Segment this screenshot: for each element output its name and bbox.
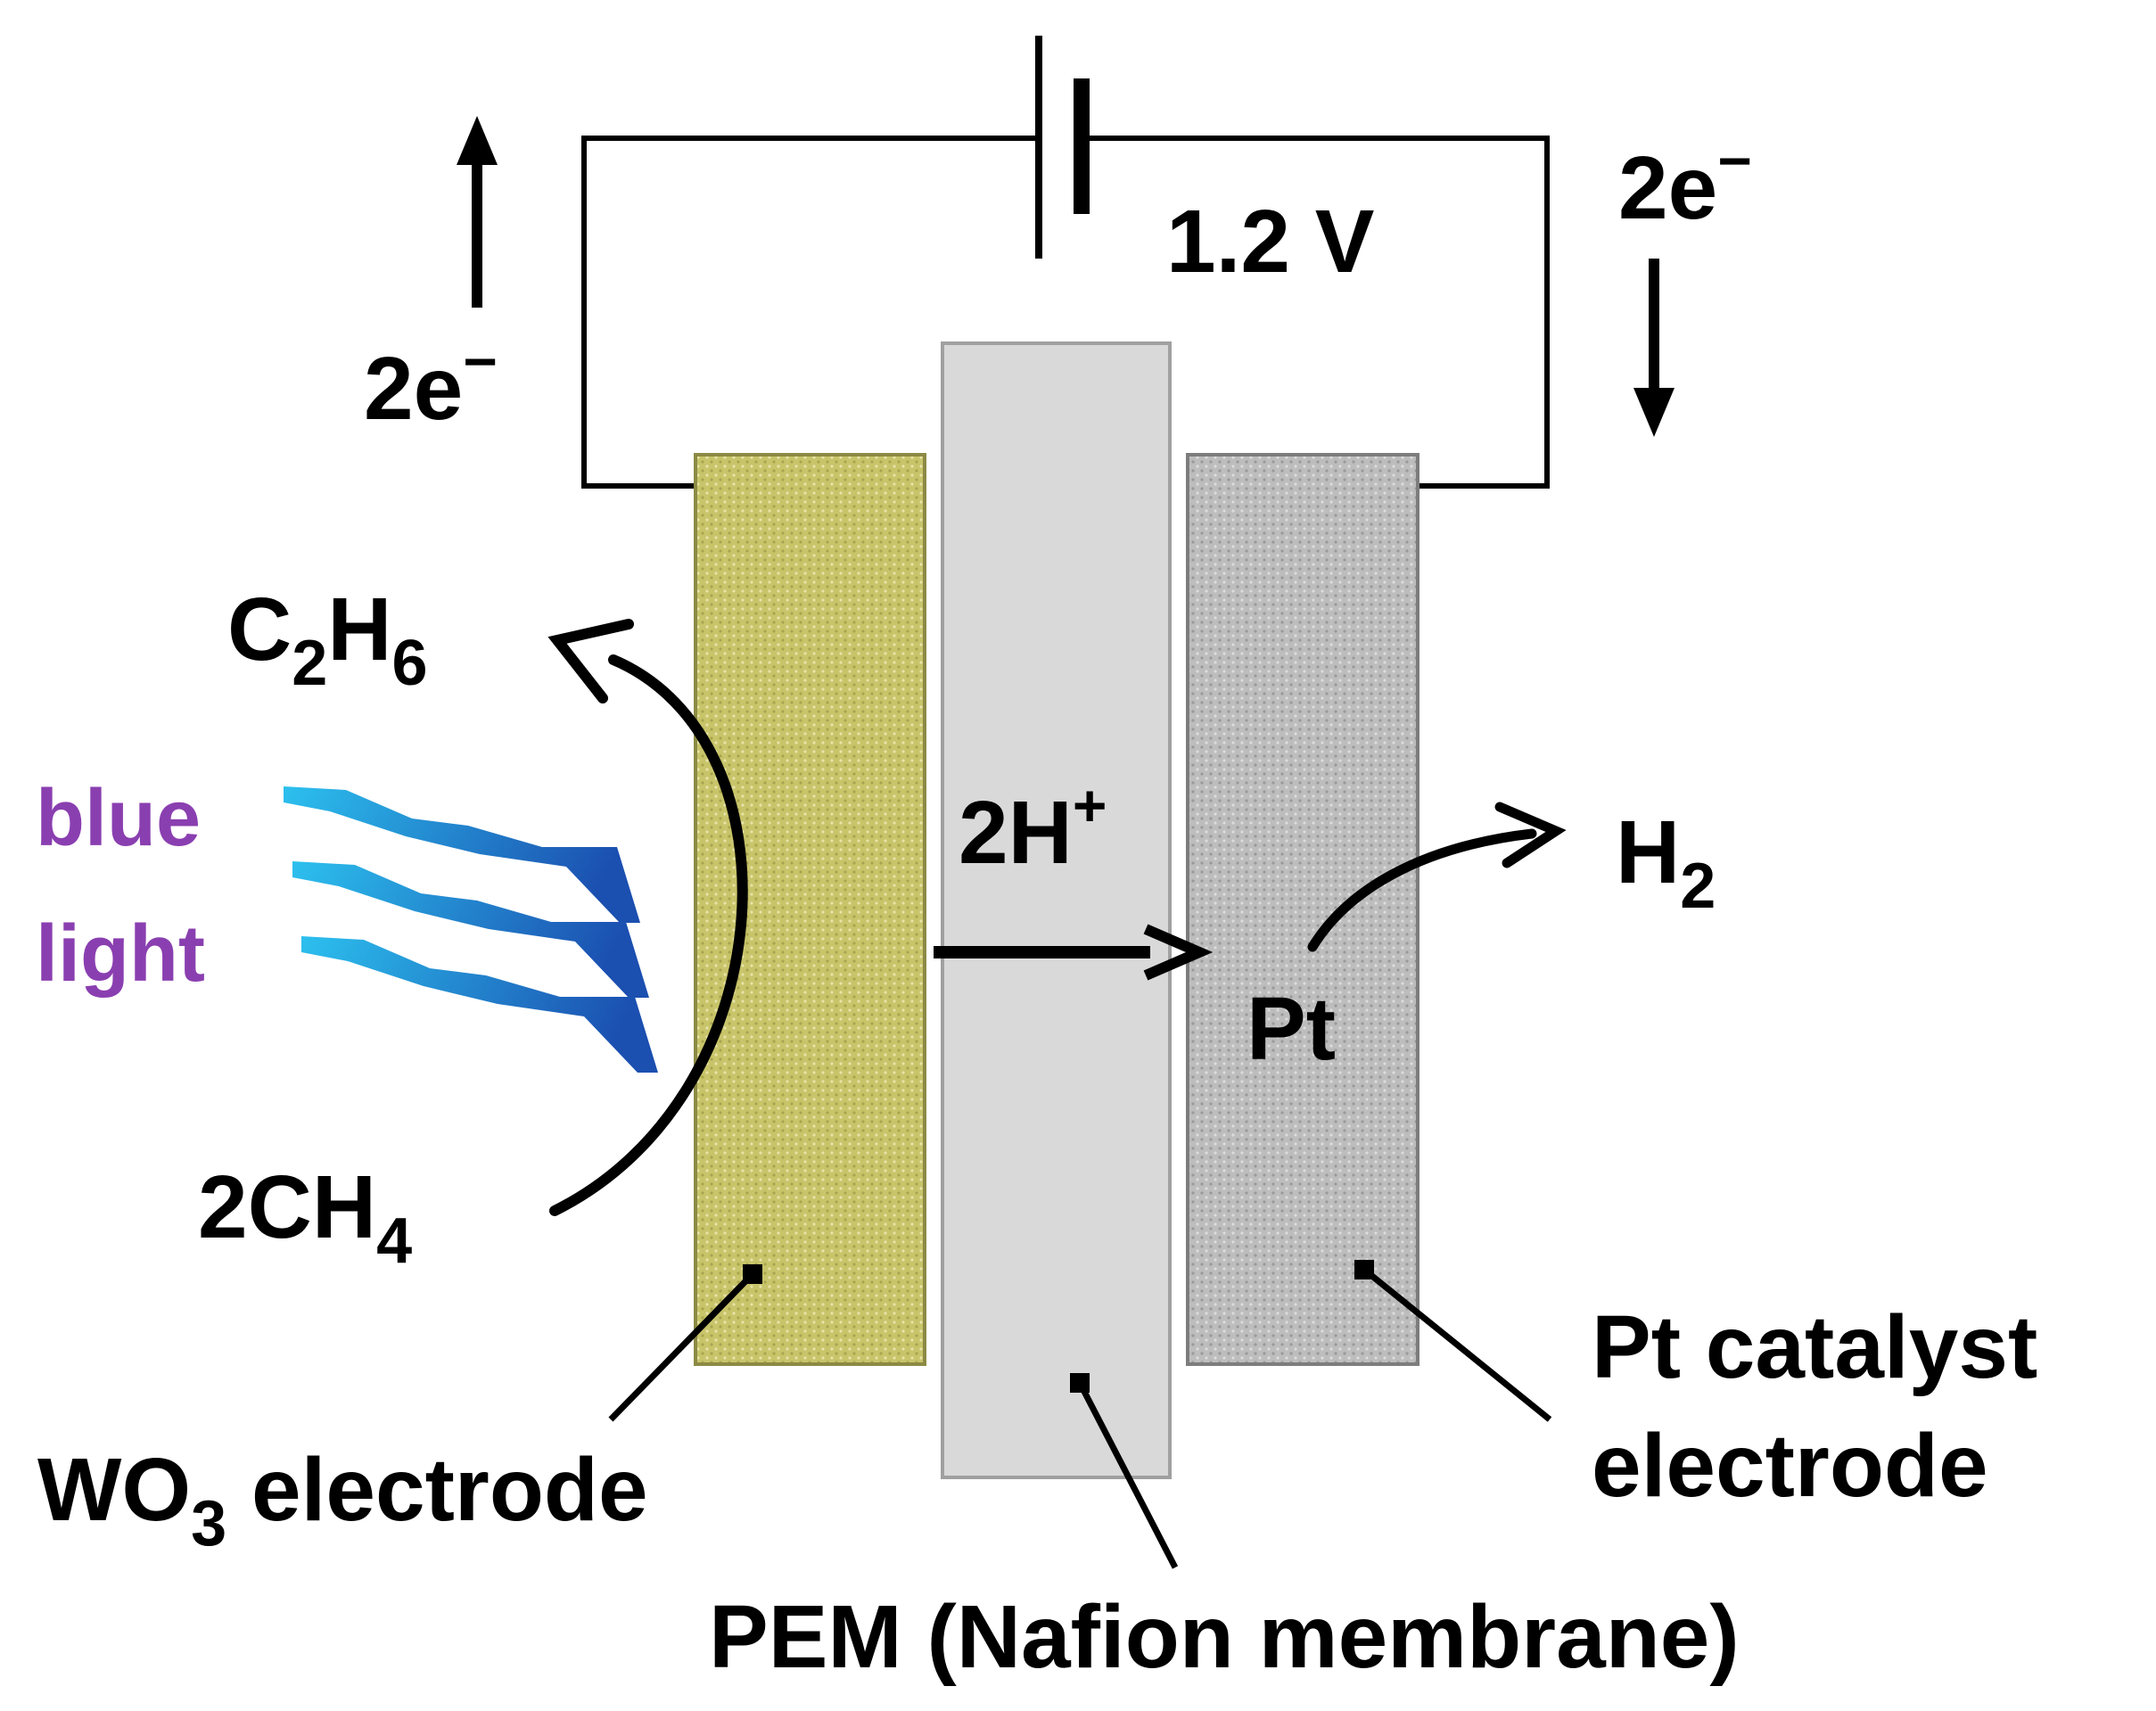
electron-up-arrow xyxy=(457,116,498,308)
ethane-label: C2H6 xyxy=(227,580,428,699)
electrons-right-sup: − xyxy=(1717,128,1752,193)
proton-label: 2H+ xyxy=(959,772,1107,883)
ethane-h: H xyxy=(327,580,391,679)
hydrogen-arrow xyxy=(1307,802,1567,952)
blue-light-rays xyxy=(284,786,658,1073)
proton-arrow xyxy=(934,924,1214,981)
light-text: light xyxy=(36,909,205,999)
pem-leader xyxy=(1070,1373,1179,1569)
pt-site-label: Pt xyxy=(1247,979,1336,1079)
pem-membrane xyxy=(941,341,1172,1479)
electrons-left-label: 2e− xyxy=(364,328,498,439)
pt-electrode-label-line2: electrode xyxy=(1592,1416,1988,1516)
wo3-electrode-label: WO3 electrode xyxy=(37,1440,648,1559)
electrons-left-sup: − xyxy=(463,328,498,394)
wo3-electrode xyxy=(694,453,926,1366)
pt-leader xyxy=(1354,1260,1552,1422)
wo3-word: electrode xyxy=(226,1440,647,1540)
hydrogen-label: H2 xyxy=(1616,802,1716,922)
hydrogen-h: H xyxy=(1616,802,1680,902)
wo3-sub: 3 xyxy=(191,1488,226,1559)
ethane-c: C xyxy=(227,580,292,679)
electron-down-arrow xyxy=(1633,259,1675,437)
voltage-label: 1.2 V xyxy=(1166,192,1375,292)
circuit-wire xyxy=(581,136,1036,489)
methane-to-ethane-arrow xyxy=(547,619,748,1216)
electrons-right-coef: 2e xyxy=(1618,138,1717,238)
electrons-right-label: 2e− xyxy=(1618,128,1752,238)
proton-sup: + xyxy=(1073,772,1107,838)
ethane-sub2: 6 xyxy=(391,628,427,699)
circuit-wire-right xyxy=(1082,136,1550,489)
pem-label: PEM (Nafion membrane) xyxy=(709,1587,1740,1687)
electrons-left-coef: 2e xyxy=(364,339,463,439)
hydrogen-sub: 2 xyxy=(1680,851,1716,922)
wo3-formula: WO xyxy=(37,1440,191,1540)
methane-coef: 2CH xyxy=(198,1157,376,1257)
pt-electrode xyxy=(1186,453,1420,1366)
blue-text: blue xyxy=(36,774,201,863)
methane-label: 2CH4 xyxy=(198,1157,412,1277)
ethane-sub1: 2 xyxy=(292,628,327,699)
proton-coef: 2H xyxy=(959,783,1073,883)
pt-electrode-label-line1: Pt catalyst xyxy=(1592,1297,2037,1397)
methane-sub: 4 xyxy=(376,1205,412,1277)
wo3-leader xyxy=(608,1264,762,1422)
